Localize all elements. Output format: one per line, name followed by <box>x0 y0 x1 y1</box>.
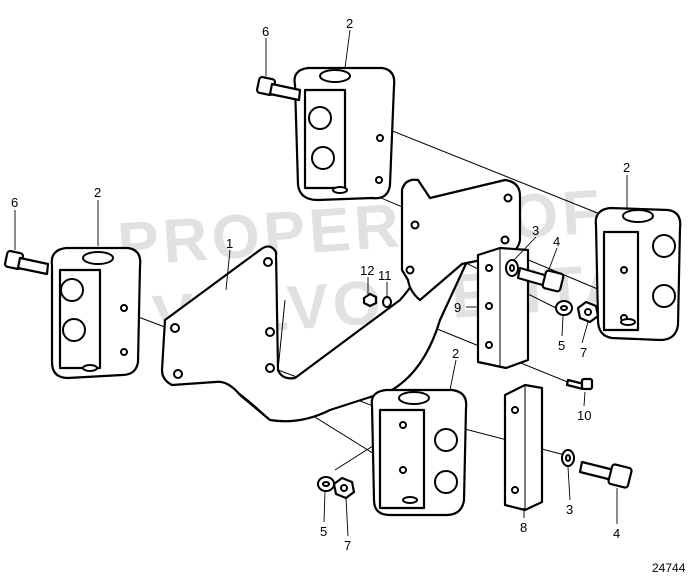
figure-number: 24744 <box>652 561 686 575</box>
callout-8: 8 <box>520 520 527 535</box>
callout-6-top: 6 <box>262 24 269 39</box>
callout-4-lower: 4 <box>613 526 620 541</box>
bolt-6-left <box>3 249 50 276</box>
callout-5-right: 5 <box>558 338 565 353</box>
callout-4-upper: 4 <box>553 234 560 249</box>
callout-6-left: 6 <box>11 195 18 210</box>
nut-7-right <box>576 300 600 324</box>
callout-9: 9 <box>454 300 461 315</box>
main-bracket <box>160 242 472 423</box>
washer-3-lower <box>561 449 575 467</box>
callout-12: 12 <box>360 263 374 278</box>
nut-7-bottom <box>332 476 356 500</box>
washer-11 <box>382 296 392 308</box>
callout-10: 10 <box>577 408 591 423</box>
mount-block-top <box>293 66 396 202</box>
callout-2-right: 2 <box>623 160 630 175</box>
callout-1: 1 <box>226 236 233 251</box>
callout-11: 11 <box>378 268 392 283</box>
clamp-plate-lower <box>503 383 544 512</box>
callout-2-top: 2 <box>346 16 353 31</box>
washer-5-right <box>555 300 573 316</box>
mount-block-right <box>594 206 682 342</box>
bolt-4-lower <box>578 460 633 489</box>
mount-block-bottom <box>370 388 468 517</box>
mounting-plate <box>400 178 522 302</box>
callout-2-bottom: 2 <box>452 346 459 361</box>
clamp-plate-upper <box>476 246 530 370</box>
washer-3-upper <box>505 259 519 277</box>
mount-block-left <box>50 246 142 380</box>
callout-3-upper: 3 <box>532 223 539 238</box>
callout-7-bottom: 7 <box>344 538 351 553</box>
washer-5-bottom <box>317 476 335 492</box>
callout-3-lower: 3 <box>566 502 573 517</box>
bolt-4-upper <box>516 266 565 293</box>
callout-7-right: 7 <box>580 345 587 360</box>
callout-2-left: 2 <box>94 185 101 200</box>
callouts: 6 2 6 2 1 2 3 4 12 11 9 5 7 10 2 8 3 4 5… <box>11 16 630 553</box>
callout-5-bottom: 5 <box>320 524 327 539</box>
nut-12 <box>362 292 378 308</box>
bolt-10 <box>565 377 594 391</box>
bolt-6-top <box>255 75 302 102</box>
leader-lines <box>14 29 628 537</box>
